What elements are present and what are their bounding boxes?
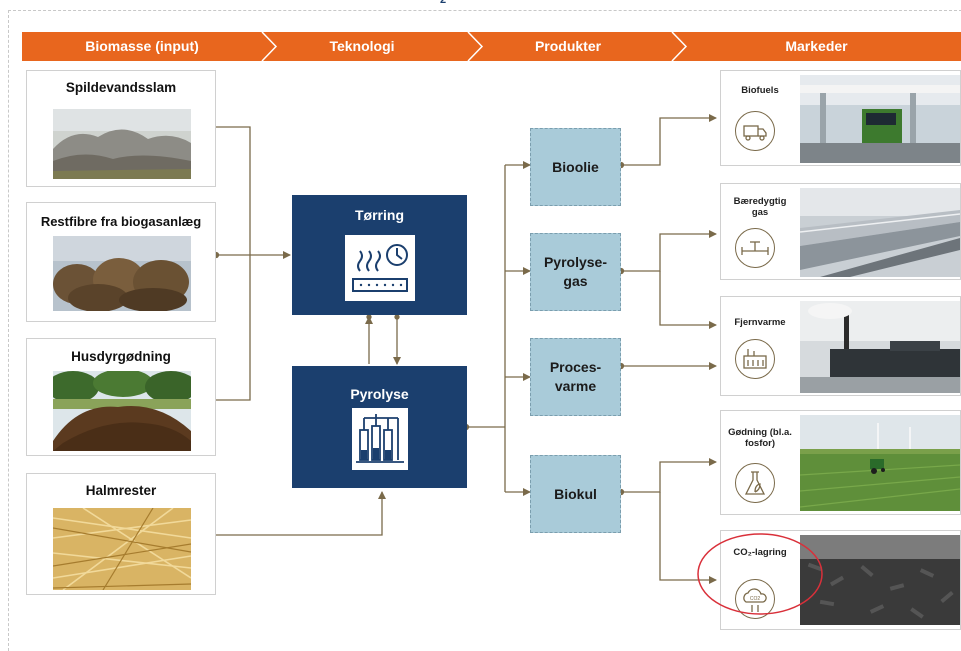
market-label-baeredygtig-gas: Bæredygtig gas — [733, 196, 787, 218]
straw-photo — [53, 508, 191, 590]
market-box-baeredygtig-gas: Bæredygtig gas — [720, 183, 961, 280]
market-label-co2-lagring: CO₂-lagring — [733, 547, 787, 558]
svg-text:CO2: CO2 — [750, 596, 761, 602]
input-box-restfibre: Restfibre fra biogasanlæg — [26, 202, 216, 322]
tech-box-torring: Tørring — [292, 195, 467, 315]
pyrolysis-reactor-icon — [352, 408, 408, 470]
product-box-bioolie: Bioolie — [530, 128, 621, 206]
header-biomasse-input: Biomasse (input) — [85, 38, 199, 54]
gas-pipes-photo — [800, 188, 960, 277]
co2-cloud-icon: CO2 — [735, 579, 775, 619]
truck-icon — [735, 111, 775, 151]
dashed-frame — [8, 10, 961, 651]
tractor-field-photo — [800, 415, 960, 511]
sludge-pile-photo — [53, 109, 191, 179]
flask-leaf-icon — [735, 463, 775, 503]
product-box-biokul: Biokul — [530, 455, 621, 533]
input-box-husdyrgodning: Husdyrgødning — [26, 338, 216, 456]
input-label-spildevandsslam: Spildevandsslam — [65, 80, 177, 95]
input-label-restfibre: Restfibre fra biogasanlæg — [40, 214, 202, 229]
biomass-value-chain-diagram: 2 Biomasse (input) Teknologi Produkter M… — [8, 0, 961, 651]
header-teknologi: Teknologi — [329, 38, 395, 54]
top-marker: 2 — [440, 0, 447, 6]
drying-icon — [345, 235, 415, 301]
market-label-biofuels: Biofuels — [741, 85, 779, 96]
market-box-biofuels: Biofuels — [720, 70, 961, 166]
highlight-ring — [697, 533, 823, 615]
tech-label-pyrolyse: Pyrolyse — [350, 386, 409, 402]
district-heating-plant-photo — [800, 301, 960, 393]
input-label-halmrester: Halmrester — [85, 483, 157, 498]
fuel-station-truck-photo — [800, 75, 960, 163]
market-box-fjernvarme: Fjernvarme — [720, 296, 961, 396]
product-box-procesvarme: Proces- varme — [530, 338, 621, 416]
product-box-pyrolysegas: Pyrolyse- gas — [530, 233, 621, 311]
biochar-photo — [800, 535, 960, 625]
market-box-godning: Gødning (bl.a. fosfor) — [720, 410, 961, 515]
input-box-spildevandsslam: Spildevandsslam — [26, 70, 216, 187]
input-box-halmrester: Halmrester — [26, 473, 216, 595]
factory-icon — [735, 339, 775, 379]
market-label-godning: Gødning (bl.a. fosfor) — [728, 427, 792, 449]
header-produkter: Produkter — [534, 38, 602, 54]
tech-label-torring: Tørring — [355, 207, 404, 223]
header-chevron-bar — [22, 32, 961, 61]
manure-pile-photo — [53, 371, 191, 451]
gas-valve-icon — [735, 228, 775, 268]
tech-box-pyrolyse: Pyrolyse — [292, 366, 467, 488]
input-label-husdyrgodning: Husdyrgødning — [71, 349, 171, 364]
header-markeder: Markeder — [785, 38, 848, 54]
market-label-fjernvarme: Fjernvarme — [734, 317, 786, 328]
fibre-bales-photo — [53, 236, 191, 311]
